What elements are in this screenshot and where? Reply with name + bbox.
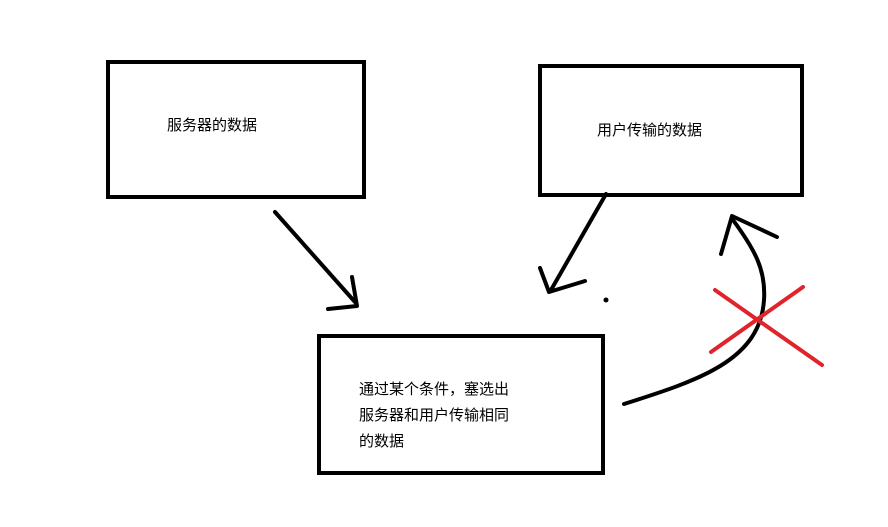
filter-label-line-1: 通过某个条件，塞选出 xyxy=(359,380,510,398)
edge-server-to-filter xyxy=(273,210,359,311)
edge-filter-to-user xyxy=(622,214,779,406)
user-data-node: 用户传输的数据 xyxy=(538,64,804,197)
filter-label: 通过某个条件，塞选出 服务器和用户传输相同 的数据 xyxy=(359,376,509,454)
arrow-shaft xyxy=(549,192,608,292)
server-data-label: 服务器的数据 xyxy=(167,116,258,134)
server-data-node: 服务器的数据 xyxy=(106,60,366,199)
stray-dot xyxy=(603,297,609,303)
user-data-label: 用户传输的数据 xyxy=(597,121,703,139)
filter-label-line-3: 的数据 xyxy=(359,432,405,450)
filter-node: 通过某个条件，塞选出 服务器和用户传输相同 的数据 xyxy=(317,334,605,475)
arrow-head xyxy=(719,214,779,256)
arrow-shaft xyxy=(273,210,357,304)
arrow-head xyxy=(326,275,359,311)
filter-label-line-2: 服务器和用户传输相同 xyxy=(359,406,510,424)
cross-mark-icon xyxy=(709,285,824,367)
arrow-head xyxy=(538,266,587,294)
edge-user-to-filter xyxy=(538,192,608,294)
